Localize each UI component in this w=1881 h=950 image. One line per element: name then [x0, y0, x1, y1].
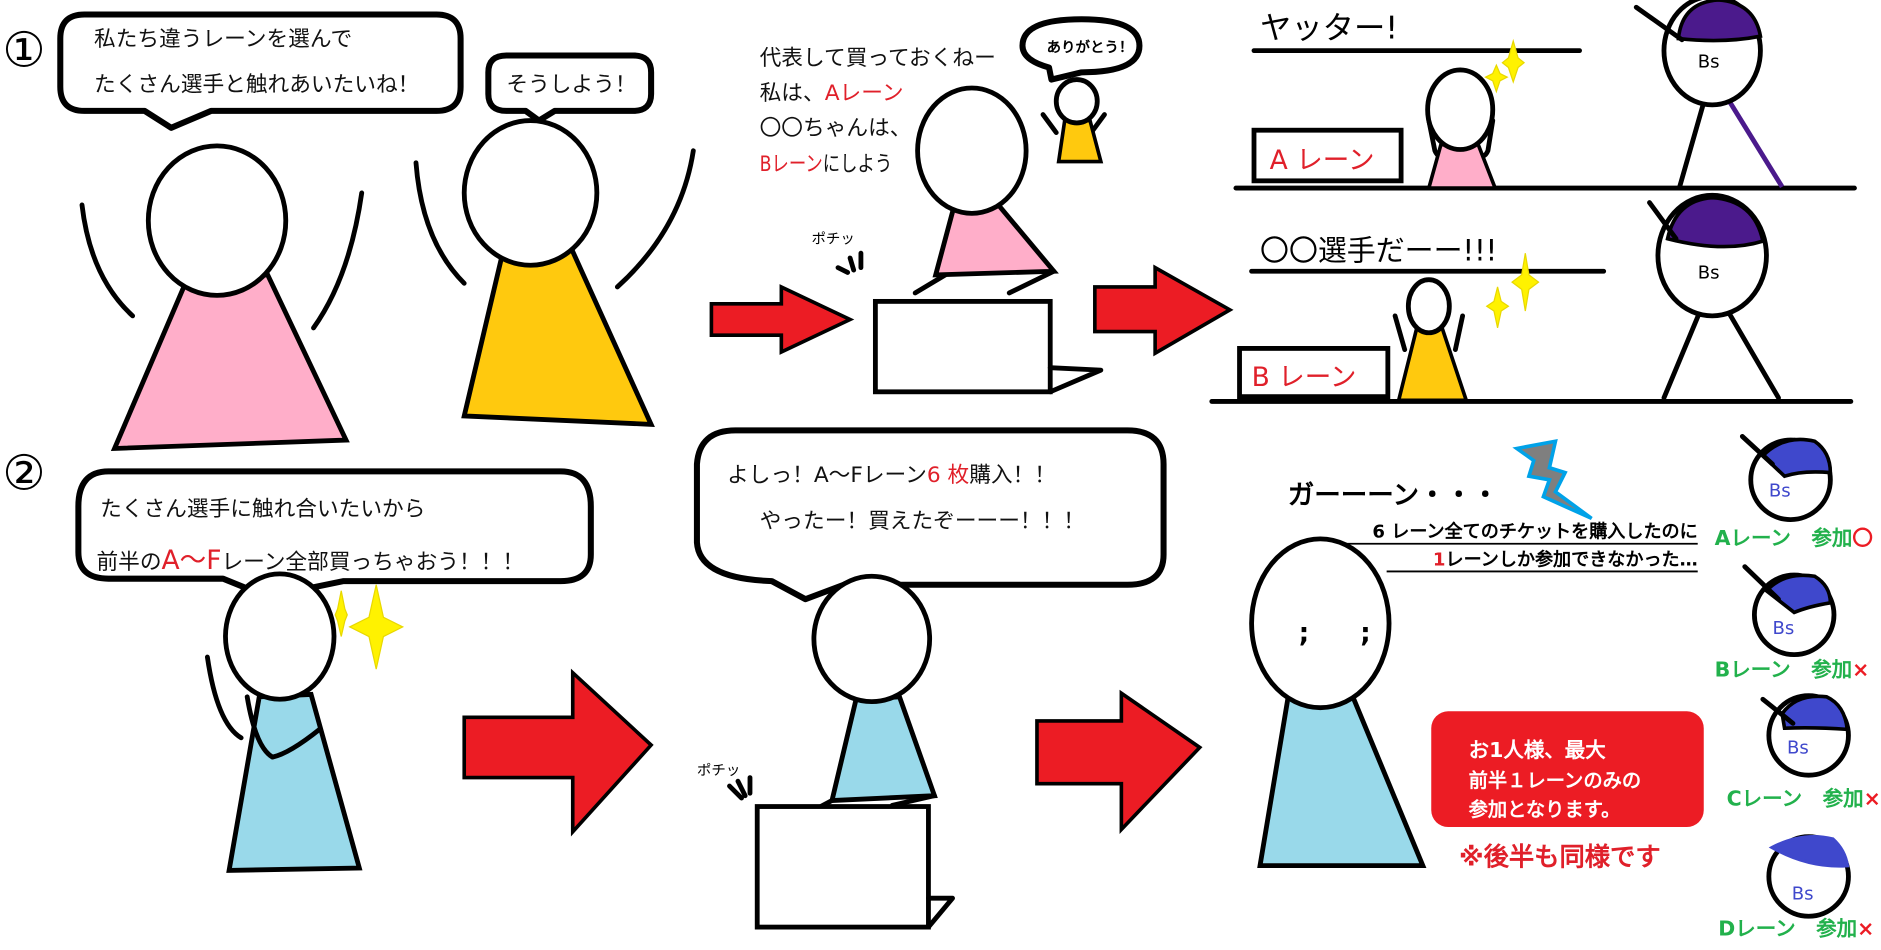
laptop — [754, 804, 955, 930]
lane-item-c: Bs Cレーン 参加× — [1727, 693, 1881, 810]
sad-person: ; ; — [1249, 536, 1427, 869]
arrow-right-icon — [1093, 264, 1234, 357]
svg-text:Bs: Bs — [1769, 481, 1791, 502]
bubble-text: そうしよう！ — [506, 73, 636, 98]
svg-text:ありがとう！: ありがとう！ — [1047, 38, 1134, 56]
sparkle-icon — [348, 584, 405, 670]
arrow-right-icon — [462, 668, 654, 837]
pink-dress — [110, 272, 350, 452]
svg-text:Bs: Bs — [1698, 262, 1720, 283]
bubble-text: 私たち違うレーンを選んで — [94, 27, 352, 52]
bubble-text: たくさん選手と触れあいたいね！ — [94, 73, 419, 98]
panel-number-2: ② — [2, 445, 45, 501]
speech-bubble-1: 私たち違うレーンを選んで たくさん選手と触れあいたいね！ — [57, 11, 464, 131]
shock-text: ガーーーン・・・ — [1288, 480, 1499, 511]
svg-text:Bレーンにしよう: Bレーンにしよう — [760, 152, 893, 177]
svg-text:よしっ！A〜Fレーン6 枚購入！！: よしっ！A〜Fレーン6 枚購入！！ — [727, 463, 1056, 488]
speech-bubble-2: そうしよう！ — [485, 52, 655, 124]
yellow-girl — [413, 118, 696, 427]
svg-text:Bレーン 参加×: Bレーン 参加× — [1715, 657, 1870, 681]
sparkle-icon — [1501, 38, 1526, 84]
svg-text:やったー！買えたぞーーー！！！: やったー！買えたぞーーー！！！ — [760, 509, 1085, 534]
lane-item-d: Bs Dレーン 参加× — [1718, 834, 1874, 941]
lightning-icon — [1512, 438, 1593, 521]
lane-item-b: Bs Bレーン 参加× — [1715, 564, 1870, 681]
svg-text:Aレーン 参加〇: Aレーン 参加〇 — [1715, 526, 1873, 550]
svg-text:〇〇ちゃんは、: 〇〇ちゃんは、 — [760, 116, 912, 141]
sitting-blue-girl — [811, 573, 938, 813]
svg-text:1レーンしか参加できなかった…: 1レーンしか参加できなかった… — [1433, 548, 1698, 570]
svg-text:Cレーン 参加×: Cレーン 参加× — [1727, 786, 1881, 810]
sitting-pink-girl — [912, 85, 1059, 296]
note-text: ※後半も同様です — [1459, 843, 1661, 872]
sparkle-icon — [1511, 253, 1540, 312]
svg-text:代表して買っておくねー: 代表して買っておくねー — [760, 46, 996, 71]
svg-text:お1人様、最大: お1人様、最大 — [1469, 738, 1607, 762]
svg-text:Bs: Bs — [1787, 737, 1809, 758]
regret-text: 6 レーン全てのチケットを購入したのに 1レーンしか参加できなかった… — [1326, 521, 1698, 573]
plan-text: 代表して買っておくねー 私は、Aレーン 〇〇ちゃんは、 Bレーンにしよう — [760, 46, 996, 177]
svg-text:Dレーン 参加×: Dレーン 参加× — [1718, 917, 1874, 941]
svg-text:;: ; — [1360, 617, 1371, 648]
lane-item-a: Bs Aレーン 参加〇 — [1715, 434, 1873, 550]
arrow-right-icon — [1035, 689, 1203, 834]
scene-a: ヤッター! A レーン Bs — [1233, 0, 1857, 191]
click-sound: ポチッ — [811, 231, 854, 248]
click-sound: ポチッ — [697, 762, 740, 779]
svg-text:前半のA〜Fレーン全部買っちゃおう！！！: 前半のA〜Fレーン全部買っちゃおう！！！ — [96, 545, 524, 576]
lane-sign-b — [1237, 346, 1391, 400]
notice-box: お1人様、最大 前半１レーンのみの 参加となります。 — [1431, 711, 1704, 828]
svg-text:A レーン: A レーン — [1270, 145, 1375, 176]
speech-bubble-4: よしっ！A〜Fレーン6 枚購入！！ やったー！買えたぞーーー！！！ — [693, 427, 1167, 603]
svg-text:Bs: Bs — [1792, 883, 1814, 904]
sparkle-icon — [1484, 63, 1509, 94]
svg-text:参加となります。: 参加となります。 — [1469, 798, 1621, 821]
speech-bubble-3: たくさん選手に触れ合いたいから 前半のA〜Fレーン全部買っちゃおう！！！ — [75, 468, 594, 600]
panel-number-1: ① — [2, 22, 45, 78]
scene-b: 〇〇選手だーー!!! B レーン Bs — [1209, 192, 1854, 404]
lane-sign-a — [1251, 127, 1404, 184]
sparkle-icon — [334, 590, 348, 637]
svg-text:たくさん選手に触れ合いたいから: たくさん選手に触れ合いたいから — [100, 497, 425, 522]
arrow-right-icon — [709, 284, 855, 355]
svg-text:Bs: Bs — [1698, 52, 1720, 73]
cap — [1665, 195, 1765, 249]
svg-text:B レーン: B レーン — [1252, 362, 1357, 393]
svg-text:;: ; — [1299, 617, 1310, 648]
svg-text:私は、Aレーン: 私は、Aレーン — [760, 81, 904, 106]
pink-girl — [79, 143, 365, 452]
thanks-bubble: ありがとう！ — [1019, 16, 1143, 83]
svg-text:〇〇選手だーー!!!: 〇〇選手だーー!!! — [1260, 233, 1497, 267]
lane-list: Bs Aレーン 参加〇 Bs Bレーン 参加× Bs Cレーン 参加× Bs D… — [1715, 434, 1881, 941]
blue-girl — [204, 571, 405, 873]
svg-text:Bs: Bs — [1772, 618, 1794, 639]
sparkle-icon — [1485, 286, 1510, 329]
svg-text:6 レーン全てのチケットを購入したのに: 6 レーン全てのチケットを購入したのに — [1372, 521, 1697, 543]
cap — [1676, 0, 1763, 43]
laptop — [872, 298, 1104, 395]
small-yellow-girl — [1040, 77, 1107, 164]
svg-text:ヤッター!: ヤッター! — [1260, 11, 1398, 47]
svg-text:前半１レーンのみの: 前半１レーンのみの — [1469, 769, 1642, 792]
